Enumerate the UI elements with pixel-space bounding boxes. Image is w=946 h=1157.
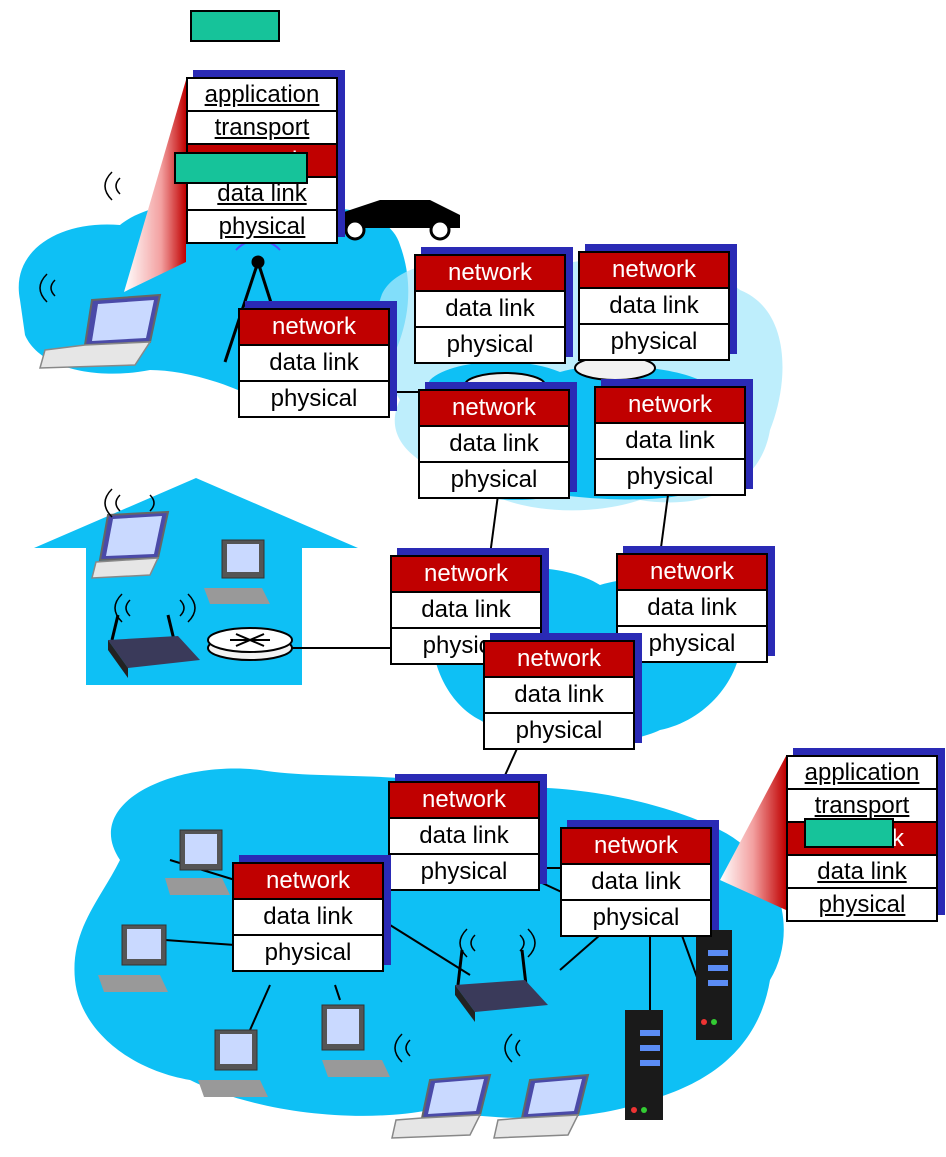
stack-box: network data link physical <box>483 640 635 750</box>
router-protocol-stack: network data link physical <box>560 820 719 937</box>
network-layer: network <box>390 783 538 817</box>
physical-layer: physical <box>416 326 564 362</box>
network-layer: network <box>618 555 766 589</box>
stack-box: network data link physical <box>560 827 712 937</box>
application-layer: application <box>204 81 320 108</box>
laptop-icon <box>391 1073 492 1139</box>
network-layer: network <box>240 310 388 344</box>
house-icon <box>34 478 358 685</box>
router-protocol-stack: network data link physical <box>483 633 642 750</box>
desktop-icon <box>98 924 168 992</box>
host-zoom-beam-left <box>124 80 186 292</box>
links <box>164 391 699 1031</box>
router-protocol-stack: network data link physical <box>232 855 391 972</box>
physical-layer: physical <box>188 209 336 242</box>
router-protocol-stack: network data link physical <box>594 379 753 496</box>
physical-layer: physical <box>234 934 382 970</box>
physical-layer: physical <box>788 887 936 920</box>
data-link-layer: data link <box>392 591 540 627</box>
physical-layer: physical <box>580 323 728 359</box>
data-link-layer: data link <box>580 287 728 323</box>
network-layer: network <box>392 557 540 591</box>
wifi-access-point-icon <box>108 614 200 678</box>
network-layer: network <box>420 391 568 425</box>
laptop-icon <box>493 1073 590 1139</box>
wireless-signal-icon <box>39 171 536 1063</box>
router-protocol-stack: network data link physical <box>414 247 573 364</box>
stack-box: network data link physical <box>578 251 730 361</box>
server-icon <box>625 1010 663 1120</box>
stack-box: network data link physical <box>232 862 384 972</box>
physical-layer: physical <box>485 712 633 748</box>
desktop-icon <box>321 1004 390 1077</box>
network-layer: network <box>580 253 728 287</box>
server-icon <box>696 930 732 1040</box>
data-link-layer: data link <box>416 290 564 326</box>
router-protocol-stack: network data link physical <box>578 244 737 361</box>
host-zoom-beam-right <box>720 756 786 910</box>
data-link-layer: data link <box>240 344 388 380</box>
network-layer: network <box>562 829 710 863</box>
data-link-layer: data link <box>420 425 568 461</box>
stack-box: network data link physical <box>594 386 746 496</box>
router-icon <box>207 627 293 661</box>
packet-indicator <box>190 10 280 42</box>
network-layer: network <box>234 864 382 898</box>
car-icon <box>335 200 460 241</box>
laptop-icon <box>39 293 162 369</box>
network-layer: network <box>416 256 564 290</box>
data-link-layer: data link <box>485 676 633 712</box>
physical-layer: physical <box>390 853 538 889</box>
router-protocol-stack: network data link physical <box>388 774 547 891</box>
network-layer: network <box>596 388 744 422</box>
stack-box: network data link physical <box>388 781 540 891</box>
data-link-layer: data link <box>562 863 710 899</box>
data-link-layer: data link <box>596 422 744 458</box>
stack-box: network data link physical <box>414 254 566 364</box>
transport-layer: transport <box>788 788 936 821</box>
packet-indicator <box>174 152 308 184</box>
stack-box: network data link physical <box>418 389 570 499</box>
laptop-icon <box>91 510 170 579</box>
stack-box: network data link physical <box>390 555 542 665</box>
data-link-layer: data link <box>618 589 766 625</box>
physical-layer: physical <box>240 380 388 416</box>
data-link-layer: data link <box>390 817 538 853</box>
desktop-icon <box>165 829 230 895</box>
physical-layer: physical <box>596 458 744 494</box>
router-protocol-stack: network data link physical <box>238 301 397 418</box>
physical-layer: physical <box>562 899 710 935</box>
wifi-access-point-icon <box>455 949 548 1022</box>
physical-layer: physical <box>618 625 766 661</box>
physical-layer: physical <box>420 461 568 497</box>
transport-layer: transport <box>188 110 336 143</box>
application-layer: application <box>804 759 920 786</box>
packet-indicator <box>804 818 894 848</box>
network-layer: network <box>485 642 633 676</box>
router-protocol-stack: network data link physical <box>418 382 577 499</box>
stack-box: network data link physical <box>238 308 390 418</box>
data-link-layer: data link <box>788 854 936 887</box>
data-link-layer: data link <box>234 898 382 934</box>
router-protocol-stack: network data link physical <box>390 548 549 665</box>
desktop-icon <box>204 539 270 604</box>
desktop-icon <box>198 1029 268 1097</box>
